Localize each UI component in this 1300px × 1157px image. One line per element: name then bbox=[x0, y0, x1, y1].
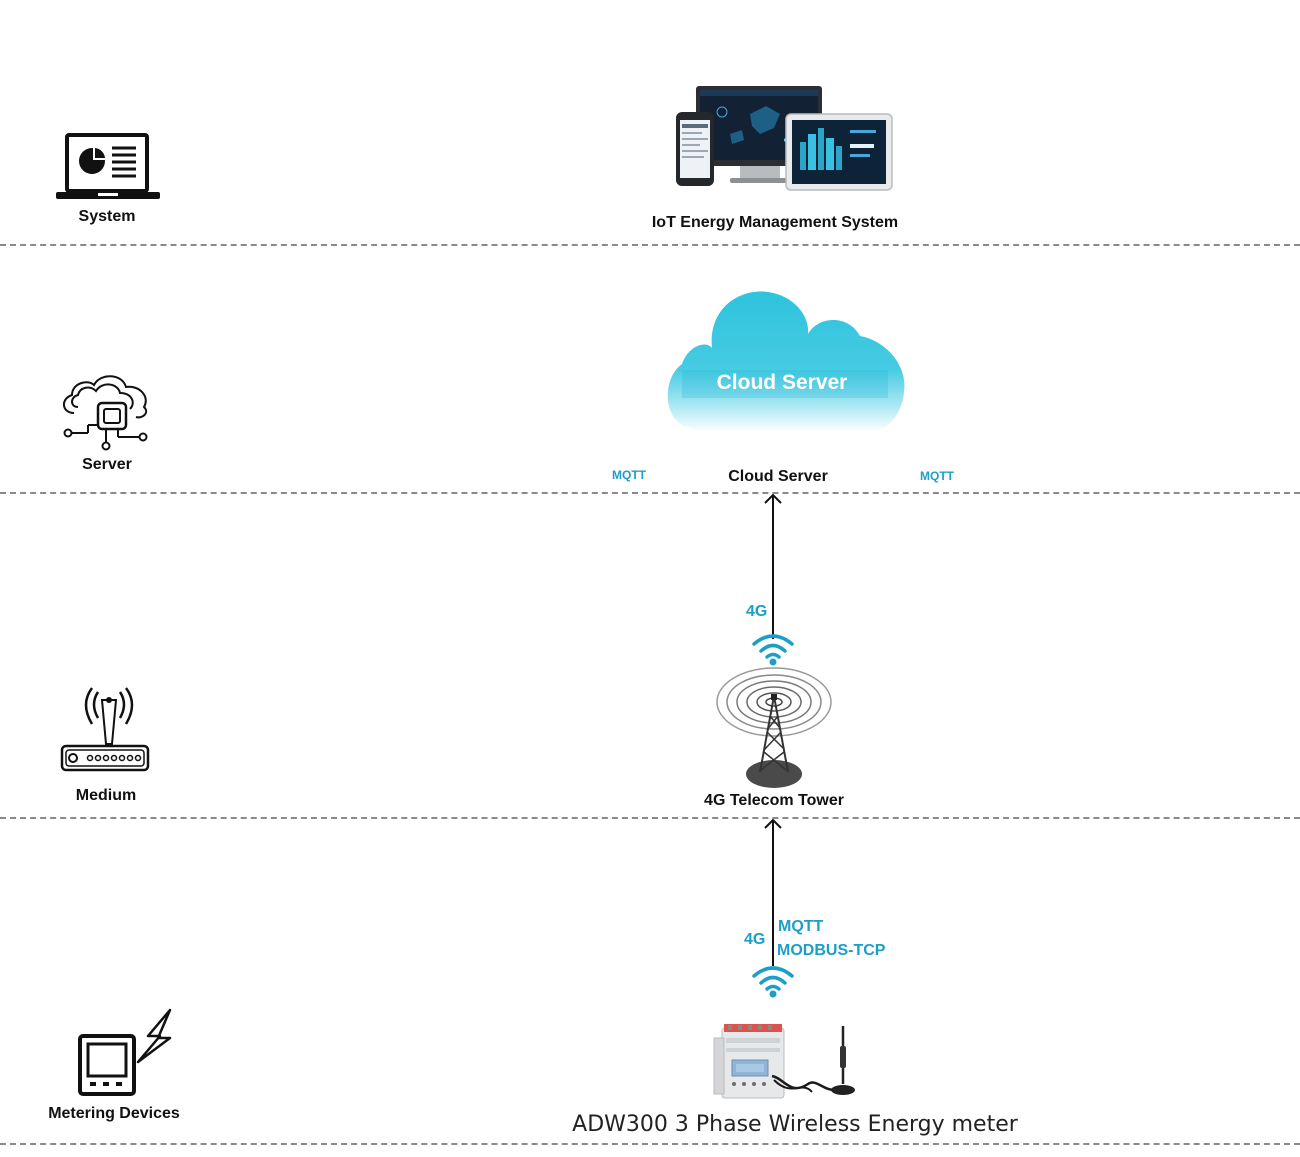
node-label-energy-meter: ADW300 3 Phase Wireless Energy meter bbox=[572, 1112, 1018, 1137]
layer-label-medium: Medium bbox=[75, 787, 137, 804]
laptop-chart-icon bbox=[56, 133, 160, 199]
layer-label-system: System bbox=[78, 208, 136, 225]
cloud-network-icon bbox=[63, 375, 148, 451]
protocol-mqtt-left: MQTT bbox=[612, 468, 646, 482]
divider-medium-devices bbox=[0, 817, 1300, 819]
node-label-telecom-tower: 4G Telecom Tower bbox=[704, 792, 844, 809]
cloud-server-icon bbox=[667, 291, 905, 432]
divider-bottom bbox=[0, 1143, 1300, 1145]
protocol-mqtt-right: MQTT bbox=[920, 469, 954, 483]
router-icon bbox=[60, 687, 150, 772]
arrow-tower-to-cloud bbox=[764, 493, 782, 639]
divider-system-server bbox=[0, 244, 1300, 246]
link-label-4g-lower: 4G bbox=[744, 931, 766, 948]
telecom-tower-icon bbox=[716, 667, 832, 788]
arrow-meter-to-tower bbox=[764, 818, 782, 966]
link-label-4g-upper: 4G bbox=[746, 603, 768, 620]
node-label-cloud-server: Cloud Server bbox=[728, 468, 828, 485]
protocol-mqtt-lower: MQTT bbox=[778, 918, 824, 935]
protocol-modbus-tcp: MODBUS-TCP bbox=[777, 942, 886, 959]
layer-label-server: Server bbox=[82, 456, 132, 473]
node-label-iot-system: IoT Energy Management System bbox=[651, 214, 899, 231]
wifi-signal-icon bbox=[752, 634, 794, 666]
wifi-signal-icon bbox=[752, 966, 794, 998]
monitor-tablet-phone-icon bbox=[676, 86, 893, 191]
energy-meter-device-icon bbox=[713, 1024, 855, 1099]
divider-server-medium bbox=[0, 492, 1300, 494]
layer-label-devices: Metering Devices bbox=[48, 1105, 180, 1122]
cloud-server-title: Cloud Server bbox=[716, 371, 848, 394]
meter-lightning-icon bbox=[78, 1008, 172, 1096]
